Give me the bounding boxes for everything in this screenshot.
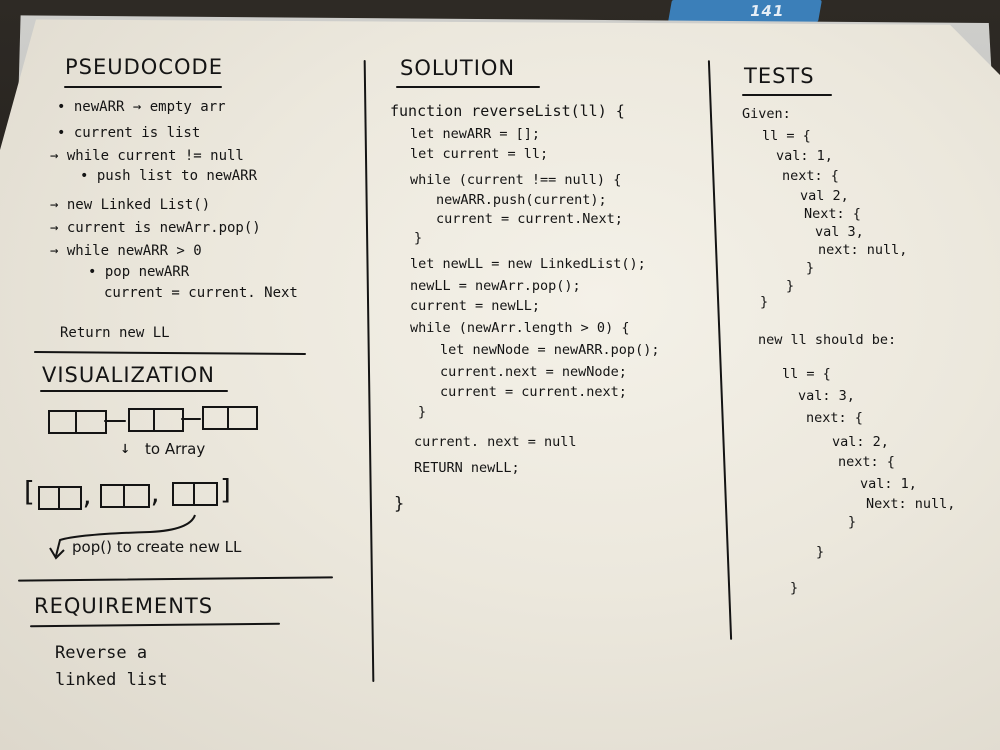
expected-line: val: 3, (798, 388, 855, 404)
array-close-bracket: ] (218, 473, 235, 506)
given-line: val 2, (800, 188, 849, 204)
array-node (172, 482, 218, 506)
requirements-text: Reverse a (55, 643, 148, 663)
given-line: } (786, 278, 795, 294)
given-line: } (806, 260, 815, 276)
code-line: let current = ll; (410, 146, 549, 162)
code-line: function reverseList(ll) { (390, 102, 625, 120)
pseudo-return: Return new LL (60, 325, 170, 341)
array-comma: , (80, 482, 95, 510)
pseudo-line: → new Linked List() (50, 197, 211, 213)
expect-label: new ll should be: (758, 332, 897, 348)
given-line: } (760, 294, 769, 310)
list-node (202, 406, 258, 430)
code-line: current = newLL; (410, 298, 541, 314)
array-open-bracket: [ (20, 475, 37, 508)
node-link (104, 420, 126, 422)
to-array-label: to Array (145, 440, 206, 458)
pseudo-line: → current is newArr.pop() (50, 220, 261, 236)
expected-line: val: 2, (832, 434, 889, 450)
tests-heading: TESTS (744, 64, 815, 88)
list-node (48, 410, 107, 434)
code-line: while (current !== null) { (410, 172, 622, 188)
array-node (100, 484, 150, 508)
expected-line: Next: null, (866, 496, 956, 512)
given-line: val 3, (815, 224, 864, 240)
blue-box: 141 (668, 0, 822, 22)
code-line: current = current.next; (440, 384, 627, 400)
node-link (181, 418, 201, 420)
pseudo-line: • push list to newARR (80, 168, 258, 184)
visualization-underline (40, 390, 228, 392)
requirements-heading: REQUIREMENTS (34, 594, 214, 618)
code-line: while (newArr.length > 0) { (410, 320, 630, 336)
given-line: next: null, (818, 242, 908, 258)
visualization-heading: VISUALIZATION (42, 363, 215, 387)
pseudo-line: • current is list (57, 125, 201, 141)
pseudo-line: current = current. Next (104, 285, 298, 301)
code-line: current. next = null (414, 434, 577, 450)
pseudo-line: → while newARR > 0 (50, 243, 202, 259)
code-line: } (414, 230, 423, 246)
code-line: let newARR = []; (410, 126, 541, 142)
code-line: current.next = newNode; (440, 364, 627, 380)
box-label: 141 (748, 2, 786, 20)
given-label: Given: (742, 106, 791, 122)
list-node (128, 408, 184, 432)
requirements-text: linked list (55, 670, 168, 690)
given-line: next: { (782, 168, 839, 184)
expected-line: ll = { (782, 366, 831, 382)
down-arrow-icon: ↓ (120, 438, 131, 458)
pseudo-line: → while current != null (50, 148, 244, 164)
array-comma: , (148, 480, 163, 508)
given-line: val: 1, (776, 148, 833, 164)
pop-note: pop() to create new LL (72, 538, 242, 556)
code-line: RETURN newLL; (414, 460, 520, 476)
solution-underline (396, 86, 540, 88)
expected-line: } (816, 544, 825, 560)
code-line: newARR.push(current); (436, 192, 607, 208)
code-line: } (394, 494, 405, 514)
pseudo-line: • newARR → empty arr (57, 99, 226, 115)
pseudo-line: • pop newARR (88, 264, 190, 280)
given-line: ll = { (762, 128, 811, 144)
tests-underline (742, 94, 832, 96)
expected-line: } (790, 580, 799, 596)
array-node (38, 486, 82, 510)
code-line: let newLL = new LinkedList(); (410, 256, 646, 272)
code-line: newLL = newArr.pop(); (410, 278, 581, 294)
pseudocode-heading: PSEUDOCODE (65, 55, 223, 79)
code-line: } (418, 404, 427, 420)
code-line: let newNode = newARR.pop(); (440, 342, 660, 358)
solution-heading: SOLUTION (400, 56, 516, 80)
expected-line: next: { (838, 454, 895, 470)
pseudocode-underline (64, 86, 222, 88)
given-line: Next: { (804, 206, 861, 222)
expected-line: } (848, 514, 857, 530)
expected-line: val: 1, (860, 476, 917, 492)
code-line: current = current.Next; (436, 211, 623, 227)
expected-line: next: { (806, 410, 863, 426)
